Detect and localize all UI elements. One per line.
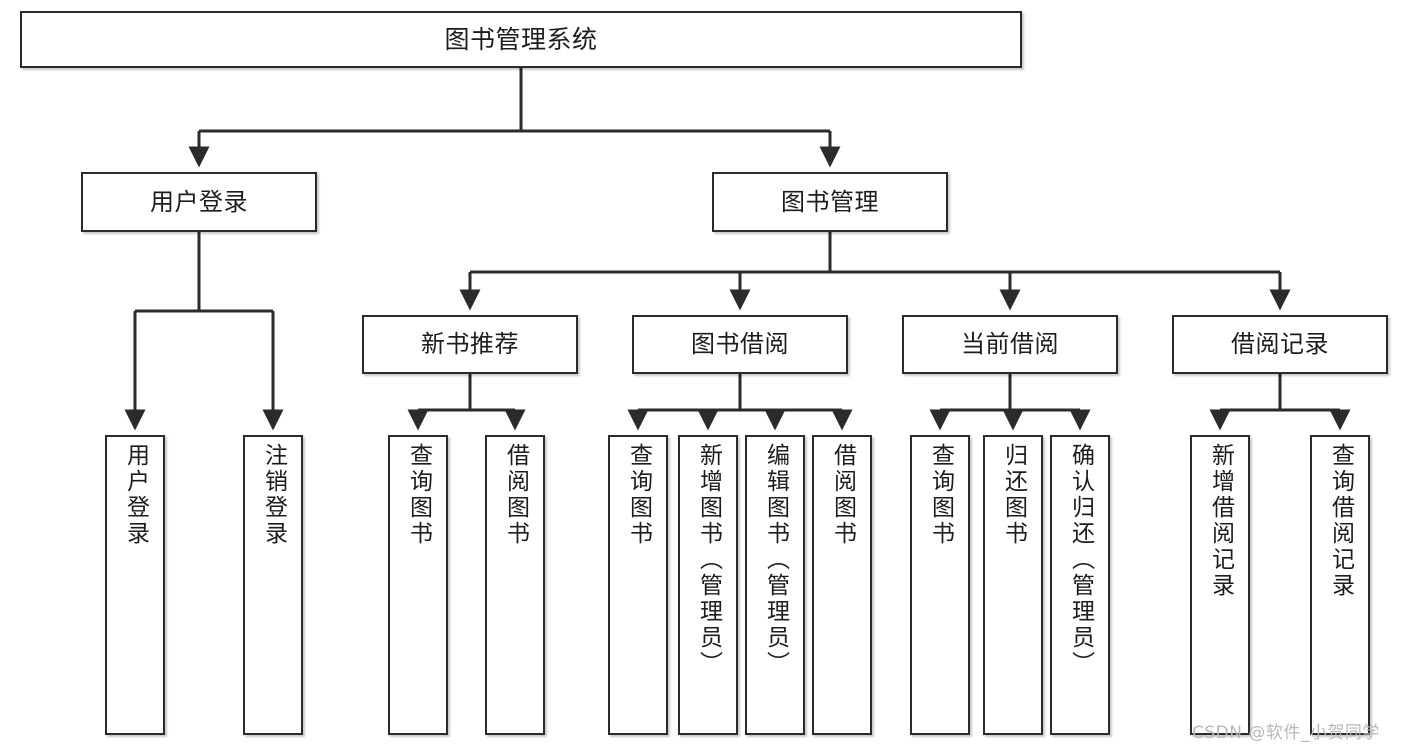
node-user-login[interactable]: 用户登录 xyxy=(81,172,317,232)
node-leaf-add-record[interactable]: 新增借阅记录 xyxy=(1190,435,1250,735)
node-leaf-add-record-label: 新增借阅记录 xyxy=(1207,443,1234,599)
node-leaf-borrow-book-1-label: 借阅图书 xyxy=(502,443,529,547)
node-leaf-borrow-book-1[interactable]: 借阅图书 xyxy=(485,435,545,735)
node-leaf-borrow-book-2-label: 借阅图书 xyxy=(829,443,856,547)
node-leaf-query-book-2-label: 查询图书 xyxy=(625,443,652,547)
node-leaf-logout-label: 注销登录 xyxy=(260,443,287,547)
node-current-borrow-label: 当前借阅 xyxy=(961,330,1059,359)
node-leaf-query-book-3-label: 查询图书 xyxy=(927,443,954,547)
node-root-label: 图书管理系统 xyxy=(444,24,598,54)
csdn-watermark: CSDN @软件_小贺同学 xyxy=(1192,723,1380,743)
node-current-borrow[interactable]: 当前借阅 xyxy=(902,315,1118,374)
node-leaf-borrow-book-2[interactable]: 借阅图书 xyxy=(812,435,872,735)
node-leaf-edit-book[interactable]: 编辑图书（管理员） xyxy=(745,435,805,735)
node-new-book-recommend[interactable]: 新书推荐 xyxy=(362,315,578,374)
node-leaf-logout[interactable]: 注销登录 xyxy=(243,435,303,735)
node-leaf-confirm-return-label: 确认归还（管理员） xyxy=(1067,443,1094,677)
node-leaf-query-record[interactable]: 查询借阅记录 xyxy=(1310,435,1370,735)
node-book-manage[interactable]: 图书管理 xyxy=(712,172,948,232)
node-book-borrow[interactable]: 图书借阅 xyxy=(632,315,848,374)
node-leaf-return-book[interactable]: 归还图书 xyxy=(983,435,1043,735)
node-leaf-add-book-label: 新增图书（管理员） xyxy=(695,443,722,677)
node-leaf-query-book-3[interactable]: 查询图书 xyxy=(910,435,970,735)
node-user-login-label: 用户登录 xyxy=(150,187,248,216)
node-leaf-add-book[interactable]: 新增图书（管理员） xyxy=(678,435,738,735)
node-leaf-edit-book-label: 编辑图书（管理员） xyxy=(762,443,789,677)
node-leaf-user-login[interactable]: 用户登录 xyxy=(105,435,165,735)
node-leaf-query-book-2[interactable]: 查询图书 xyxy=(608,435,668,735)
node-leaf-return-book-label: 归还图书 xyxy=(1000,443,1027,547)
node-root[interactable]: 图书管理系统 xyxy=(20,11,1022,68)
node-book-borrow-label: 图书借阅 xyxy=(691,330,789,359)
node-leaf-query-book-1-label: 查询图书 xyxy=(405,443,432,547)
node-leaf-query-book-1[interactable]: 查询图书 xyxy=(388,435,448,735)
node-leaf-confirm-return[interactable]: 确认归还（管理员） xyxy=(1050,435,1110,735)
node-borrow-record-label: 借阅记录 xyxy=(1231,330,1329,359)
node-leaf-query-record-label: 查询借阅记录 xyxy=(1327,443,1354,599)
node-new-book-recommend-label: 新书推荐 xyxy=(421,330,519,359)
node-borrow-record[interactable]: 借阅记录 xyxy=(1172,315,1388,374)
node-book-manage-label: 图书管理 xyxy=(781,187,879,216)
node-leaf-user-login-label: 用户登录 xyxy=(122,443,149,547)
